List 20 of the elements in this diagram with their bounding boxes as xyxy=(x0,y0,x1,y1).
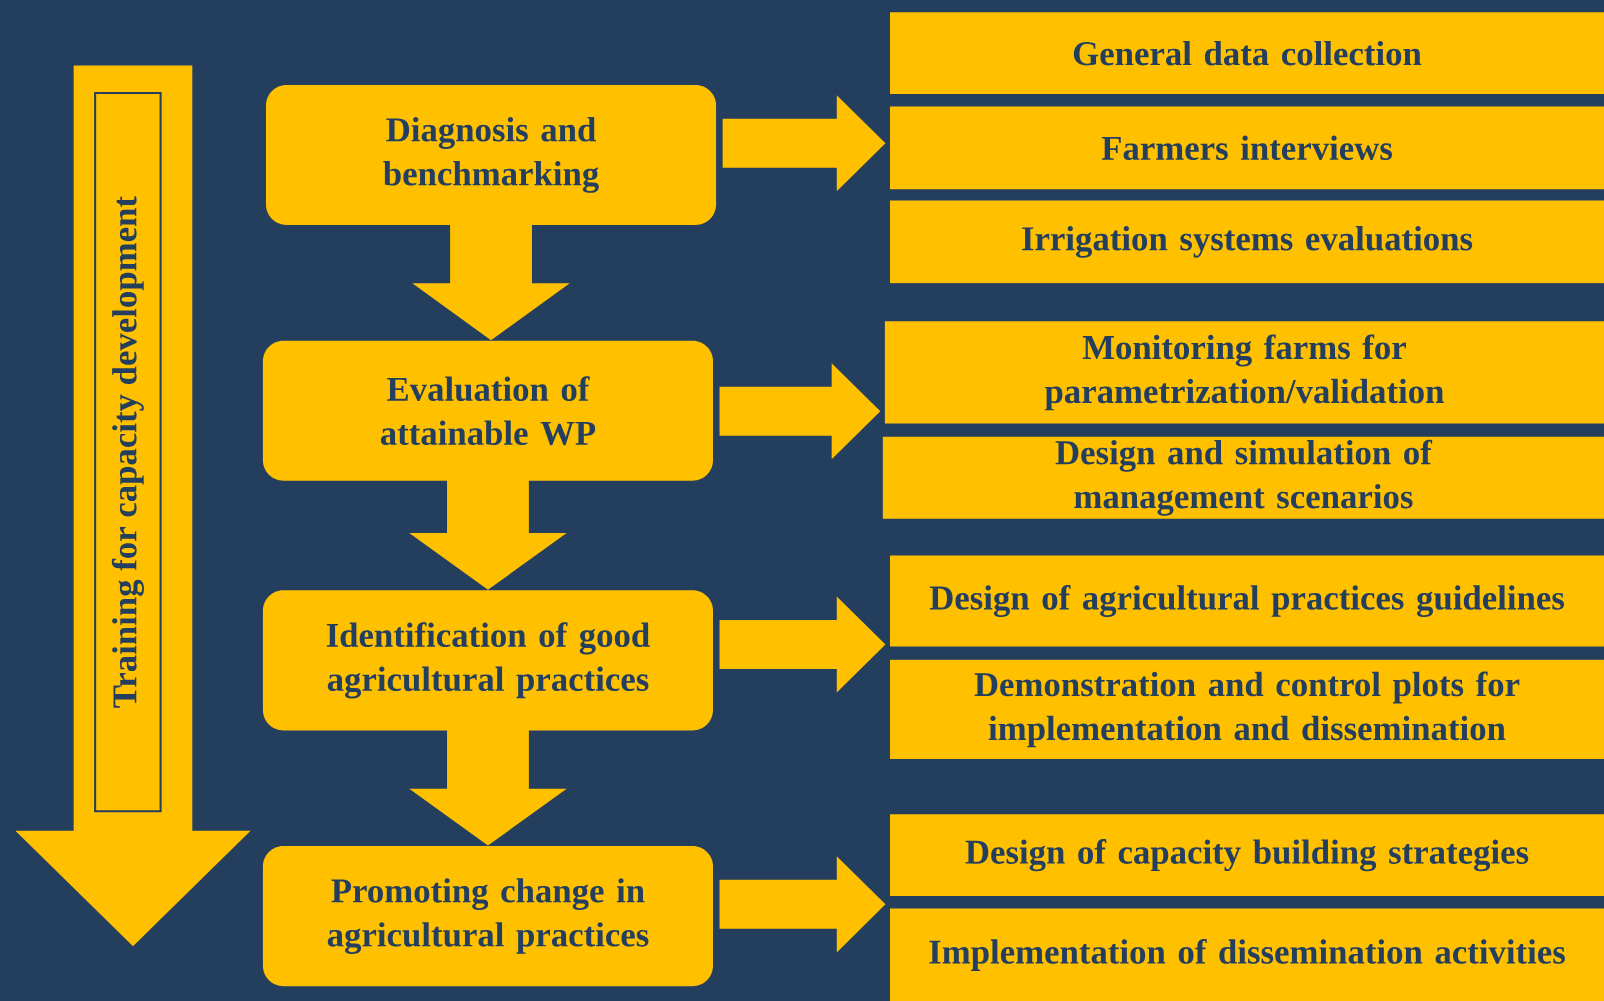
process-box: Evaluation of attainable WP xyxy=(262,340,713,481)
down-arrow xyxy=(409,478,567,590)
process-box: Identification of good agricultural practices xyxy=(262,590,713,731)
process-box: Promoting change in agricultural practices xyxy=(262,845,713,986)
right-arrow xyxy=(719,362,881,460)
process-box: Diagnosis and benchmarking xyxy=(266,84,717,225)
right-arrow xyxy=(719,856,886,953)
activity-box: Implementation of dissemination activities xyxy=(890,908,1604,1001)
activity-box: Design and simulation of management scenarios xyxy=(882,436,1604,519)
right-arrow xyxy=(719,596,886,693)
activity-box: General data collection xyxy=(890,12,1604,94)
down-arrow xyxy=(412,223,570,340)
activity-box: Design of agricultural practices guidelines xyxy=(890,555,1604,647)
activity-box: Monitoring farms for parametrization/validation xyxy=(884,320,1604,424)
right-arrow xyxy=(722,94,886,192)
activity-box: Irrigation systems evaluations xyxy=(890,200,1604,284)
activity-box: Design of capacity building strategies xyxy=(890,814,1604,896)
activity-box: Farmers interviews xyxy=(890,106,1604,189)
down-arrow xyxy=(409,728,567,846)
activity-box: Demonstration and control plots for implementation and dissemination xyxy=(890,659,1604,759)
